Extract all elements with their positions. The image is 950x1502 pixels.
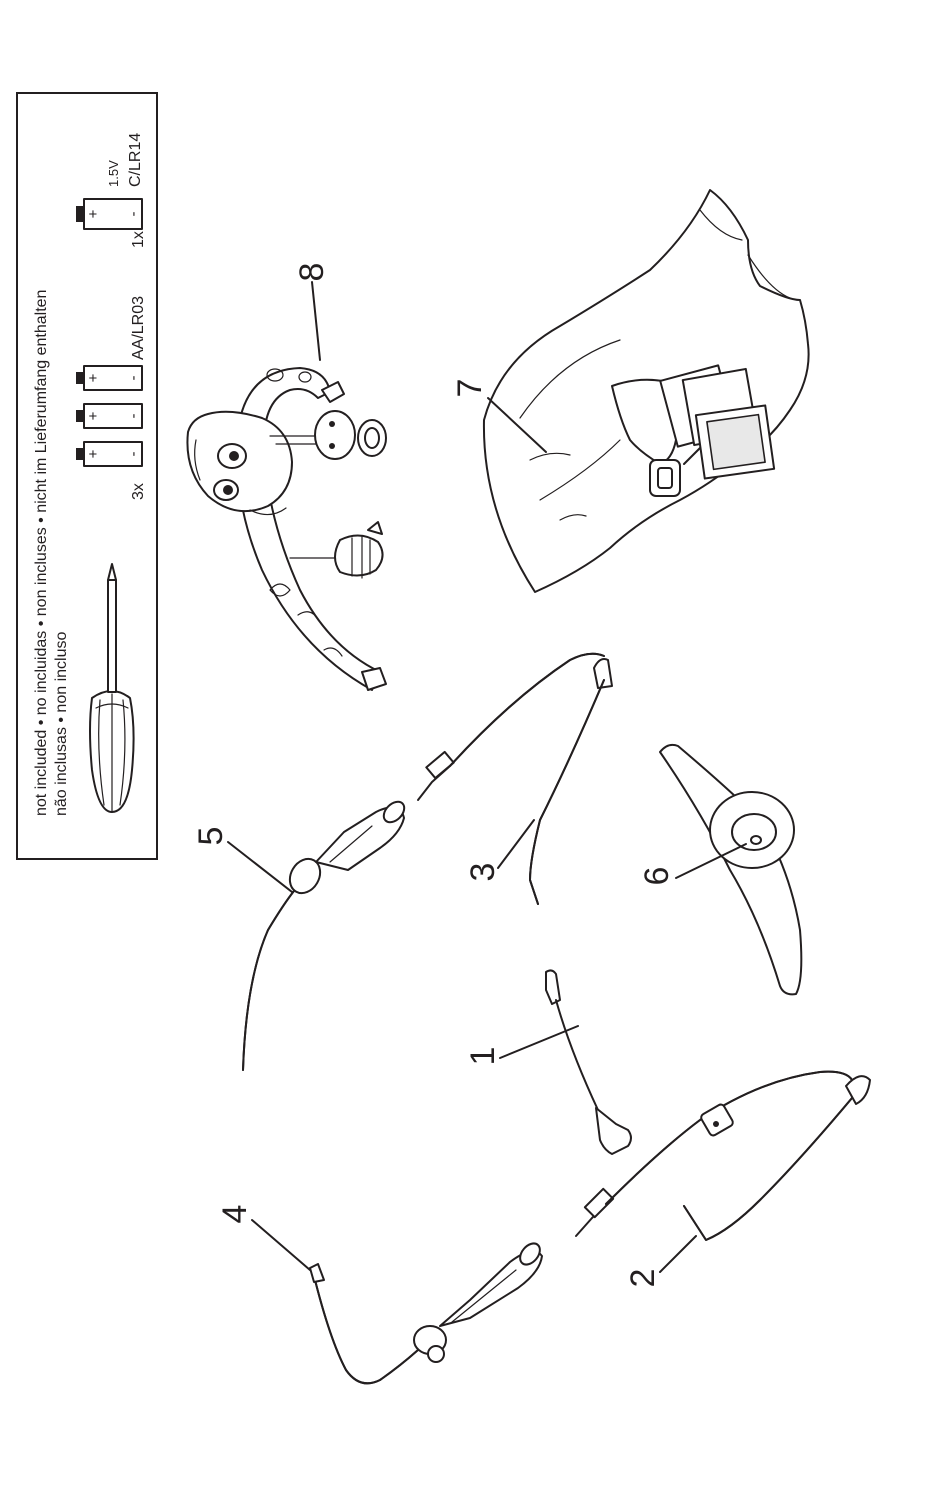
c-quantity: 1x (130, 231, 147, 248)
part-2-frame-tube: 2 (576, 1072, 870, 1288)
battery-icon: + - (76, 199, 142, 229)
svg-text:+: + (85, 209, 102, 218)
part-6-label: 6 (638, 867, 676, 886)
c-type: C/LR14 (127, 133, 144, 187)
not-included-line2: não inclusas • non incluso (53, 632, 70, 816)
battery-icon: + - (76, 366, 142, 390)
svg-text:-: - (125, 376, 142, 381)
part-3-frame-tube: 3 (418, 654, 612, 904)
svg-text:+: + (85, 373, 102, 382)
not-included-box: not included • no incluidas • non inclus… (17, 93, 157, 859)
part-4-frame-tube: 4 (216, 1205, 544, 1384)
part-4-label: 4 (216, 1205, 254, 1224)
svg-text:-: - (125, 452, 142, 457)
part-2-label: 2 (624, 1269, 662, 1288)
not-included-line1: not included • no incluidas • non inclus… (33, 290, 50, 816)
battery-icon: + - (76, 442, 142, 466)
part-1-label: 1 (464, 1047, 502, 1066)
part-1-connector: 1 (464, 970, 631, 1154)
part-5-frame-tube: 5 (192, 798, 408, 1070)
part-6-base: 6 (638, 745, 801, 994)
part-7-seat-pad: 7 (451, 190, 809, 592)
battery-icon: + - (76, 404, 142, 428)
svg-text:+: + (85, 449, 102, 458)
c-voltage: 1.5V (106, 160, 121, 187)
aa-quantity: 3x (130, 483, 147, 500)
svg-text:-: - (125, 212, 142, 217)
part-3-label: 3 (464, 863, 502, 882)
svg-text:-: - (125, 414, 142, 419)
part-5-label: 5 (192, 827, 230, 846)
part-7-label: 7 (451, 379, 489, 398)
part-8-toy-bar: 8 (187, 263, 386, 690)
svg-text:+: + (85, 411, 102, 420)
part-8-label: 8 (293, 263, 331, 282)
aa-type: AA/LR03 (130, 296, 147, 360)
